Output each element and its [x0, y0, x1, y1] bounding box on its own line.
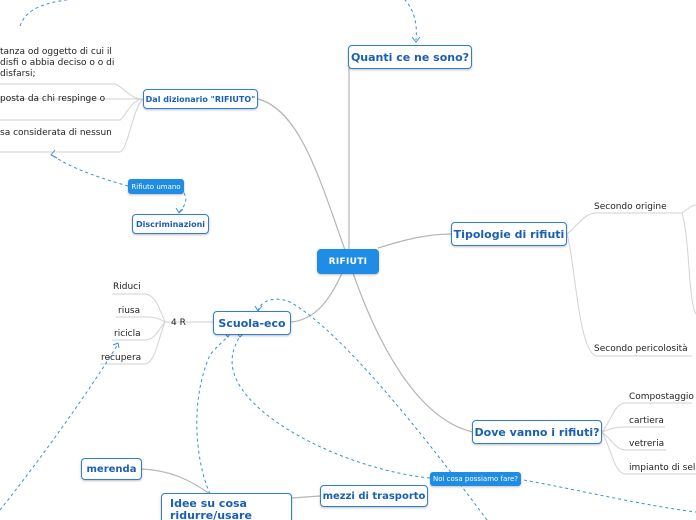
arrowhead-diz — [50, 149, 58, 159]
leaf-def1[interactable]: tanza od oggetto di cui il disfi o abbia… — [0, 47, 115, 79]
link-idee-merenda — [140, 468, 211, 495]
node-merenda-label: merenda — [86, 463, 137, 475]
branch-scuola-eco[interactable]: Scuola-eco — [213, 311, 291, 335]
link-root-tipologie — [377, 233, 453, 249]
leaf-recupera[interactable]: recupera — [101, 353, 142, 363]
relation-noi-to-scuola — [257, 298, 488, 520]
leaf-def2[interactable]: posta da chi respinge o — [0, 94, 106, 104]
node-mezzi-label: mezzi di trasporto — [322, 490, 426, 502]
leaf-4r[interactable]: 4 R — [171, 318, 186, 328]
link-origine-fan2 — [681, 212, 696, 315]
arrowhead-discr — [175, 207, 184, 214]
link-4r-ricicla — [112, 321, 166, 341]
leaf-def3[interactable]: sa considerata di nessun — [0, 128, 112, 138]
node-mezzi-trasporto[interactable]: mezzi di trasporto — [320, 485, 428, 507]
arrowhead-quanti — [411, 36, 421, 43]
relation-top-loop — [19, 0, 417, 41]
branch-dove-label: Dove vanno i rifiuti? — [474, 425, 600, 439]
branch-tipologie-label: Tipologie di rifiuti — [453, 227, 565, 241]
branch-dizionario-label: Dal dizionario "RIFIUTO" — [145, 94, 256, 104]
leaf-riduci[interactable]: Riduci — [113, 282, 141, 292]
leaf-vetreria[interactable]: vetreria — [629, 439, 665, 449]
relation-idee-to-scuola — [196, 335, 229, 495]
leaf-compostaggio[interactable]: Compostaggio — [629, 392, 694, 402]
leaf-impianto[interactable]: impianto di sel — [629, 463, 696, 473]
link-idee-mezzi — [291, 495, 321, 499]
link-root-dove — [352, 272, 474, 433]
branch-scuola-label: Scuola-eco — [218, 316, 286, 330]
link-dove-vetr — [601, 431, 666, 451]
link-4r-riduci — [112, 293, 166, 323]
leaf-ricicla[interactable]: ricicla — [114, 329, 141, 339]
relation-rifiuto-umano-to-diz — [51, 154, 129, 187]
pill-rifiuto-umano[interactable]: Rifiuto umano — [128, 179, 184, 194]
link-tip-origine — [566, 212, 682, 235]
link-dove-cart — [601, 426, 665, 433]
link-tip-pericolosita — [566, 233, 692, 357]
relation-rifiuto-umano-to-discr — [178, 192, 187, 213]
link-diz-def3b — [0, 98, 144, 153]
leaf-secondo-pericolosita[interactable]: Secondo pericolosità — [594, 344, 688, 354]
branch-dizionario[interactable]: Dal dizionario "RIFIUTO" — [143, 89, 258, 109]
branch-quanti[interactable]: Quanti ce ne sono? — [348, 45, 472, 69]
relation-noi-to-right — [517, 478, 696, 513]
link-4r-recupera — [100, 321, 166, 365]
leaf-cartiera[interactable]: cartiera — [629, 416, 664, 426]
node-discriminazioni[interactable]: Discriminazioni — [132, 214, 209, 234]
link-root-scuola — [290, 272, 343, 323]
link-diz-def3 — [0, 98, 144, 121]
branch-tipologie[interactable]: Tipologie di rifiuti — [451, 222, 567, 246]
node-discriminazioni-label: Discriminazioni — [135, 219, 206, 229]
leaf-riusa[interactable]: riusa — [118, 306, 141, 316]
branch-dove[interactable]: Dove vanno i rifiuti? — [472, 420, 602, 444]
root-label: RIFIUTI — [328, 256, 368, 267]
node-idee-label: Idee su cosa ridurre/usare — [170, 497, 252, 520]
link-dove-imp — [601, 431, 696, 475]
link-origine-fan1 — [681, 204, 696, 214]
arrowhead-recupera — [112, 342, 120, 349]
root-node-rifiuti[interactable]: RIFIUTI — [317, 249, 379, 274]
branch-quanti-label: Quanti ce ne sono? — [350, 50, 470, 64]
link-dove-comp — [601, 402, 692, 433]
pill-noi-cosa-label: Noi cosa possiamo fare? — [432, 475, 519, 483]
pill-rifiuto-umano-label: Rifiuto umano — [131, 182, 181, 191]
relation-left-to-recupera — [0, 343, 119, 511]
node-merenda[interactable]: merenda — [81, 458, 142, 480]
relation-noi-to-scuola-b — [231, 335, 431, 479]
node-idee[interactable]: Idee su cosa ridurre/usare — [161, 493, 292, 520]
pill-noi-cosa[interactable]: Noi cosa possiamo fare? — [430, 472, 521, 486]
link-root-dizionario — [257, 98, 346, 251]
leaf-secondo-origine[interactable]: Secondo origine — [594, 202, 667, 212]
link-4r-riusa — [116, 316, 166, 323]
